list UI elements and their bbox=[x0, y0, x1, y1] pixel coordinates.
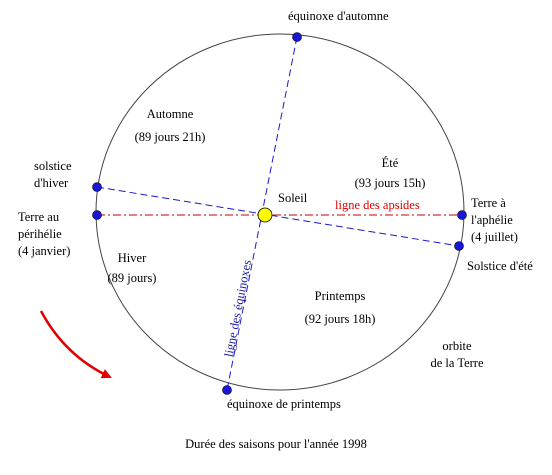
aphelion-line2: l'aphélie bbox=[471, 213, 513, 227]
season-autumn: Automne (89 jours 21h) bbox=[110, 106, 230, 146]
season-winter-name: Hiver bbox=[117, 251, 147, 265]
spring-equinox-label: équinoxe de printemps bbox=[227, 397, 341, 411]
season-spring-name: Printemps bbox=[314, 289, 366, 303]
winter-solstice-line2: d'hiver bbox=[34, 176, 69, 190]
sun-label: Soleil bbox=[278, 191, 308, 205]
earth-summer-solstice bbox=[454, 241, 464, 251]
winter-solstice-label: solstice d'hiver bbox=[34, 158, 72, 192]
season-winter-duration: (89 jours) bbox=[107, 271, 157, 285]
sun bbox=[257, 207, 273, 223]
perihelion-line3: (4 janvier) bbox=[18, 244, 71, 258]
season-winter: Hiver (89 jours) bbox=[82, 250, 182, 287]
season-summer-name: Été bbox=[381, 156, 399, 170]
season-summer-duration: (93 jours 15h) bbox=[354, 176, 426, 190]
perihelion-line1: Terre au bbox=[18, 210, 60, 224]
earth-autumn-equinox bbox=[292, 32, 302, 42]
season-spring: Printemps (92 jours 18h) bbox=[275, 288, 405, 328]
autumn-equinox-label: équinoxe d'automne bbox=[288, 9, 389, 23]
aphelion-label: Terre à l'aphélie (4 juillet) bbox=[471, 195, 518, 246]
winter-solstice-line1: solstice bbox=[34, 159, 72, 173]
figure-caption: Durée des saisons pour l'année 1998 bbox=[185, 437, 367, 451]
perihelion-line2: périhélie bbox=[18, 227, 62, 241]
aphelion-line1: Terre à bbox=[471, 196, 506, 210]
season-autumn-duration: (89 jours 21h) bbox=[134, 130, 206, 144]
season-autumn-name: Automne bbox=[146, 107, 194, 121]
orbit-line2: de la Terre bbox=[430, 356, 484, 370]
aphelion-line3: (4 juillet) bbox=[471, 230, 518, 244]
orbit-line1: orbite bbox=[442, 339, 472, 353]
perihelion-label: Terre au périhélie (4 janvier) bbox=[18, 209, 70, 260]
solstice-line bbox=[96, 186, 460, 247]
orbit-label: orbite de la Terre bbox=[402, 338, 512, 372]
apsides-line-label: ligne des apsides bbox=[335, 198, 420, 212]
earth-winter-solstice bbox=[92, 182, 102, 192]
season-summer: Été (93 jours 15h) bbox=[330, 155, 450, 192]
earth-perihelion bbox=[92, 210, 102, 220]
earth-spring-equinox bbox=[222, 385, 232, 395]
earth-aphelion bbox=[457, 210, 467, 220]
season-spring-duration: (92 jours 18h) bbox=[304, 312, 376, 326]
orbit-direction-arrow bbox=[39, 310, 112, 379]
summer-solstice-label: Solstice d'été bbox=[467, 259, 533, 273]
